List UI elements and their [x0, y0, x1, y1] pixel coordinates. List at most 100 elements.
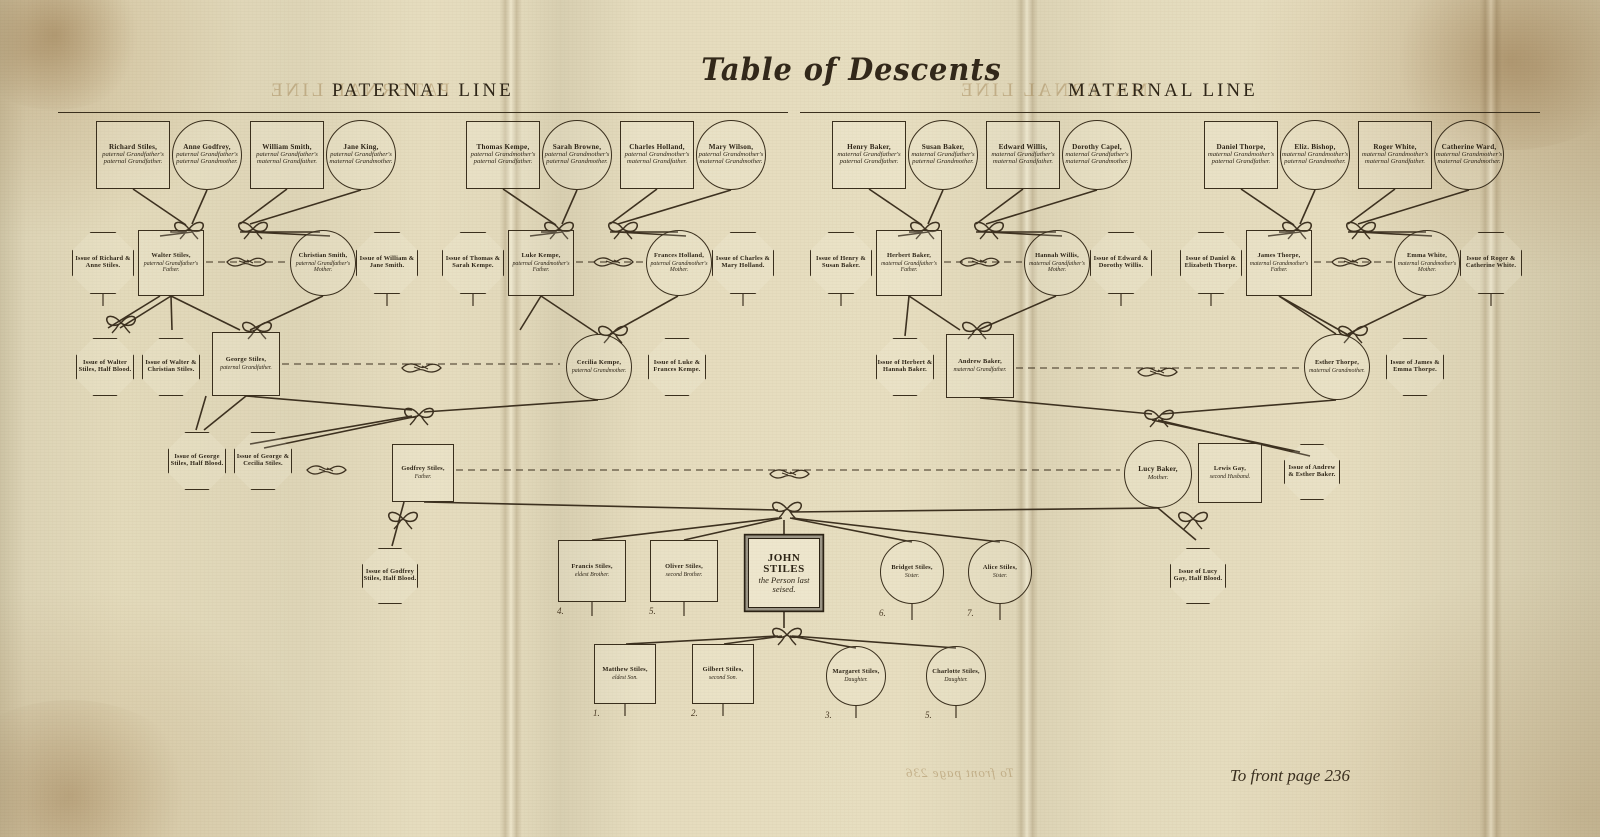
node-issue-thomas-sarah[interactable]: Issue of Thomas & Sarah Kempe.12. — [442, 232, 504, 294]
node-esther-thorpe[interactable]: Esther Thorpe,maternal Grandmother. — [1304, 334, 1370, 400]
node-issue-james-emma[interactable]: Issue of James & Emma Thorpe.16. — [1386, 338, 1444, 396]
node-name: Esther Thorpe, — [1314, 359, 1360, 367]
node-name: Issue of Godfrey Stiles, Half Blood. — [363, 568, 417, 582]
node-name: William Smith, — [262, 143, 312, 151]
node-dorothy-capel[interactable]: Dorothy Capel,maternal Grandfather's mat… — [1062, 120, 1132, 190]
node-matthew-stiles[interactable]: Matthew Stiles,eldest Son.1. — [593, 644, 656, 718]
node-lewis-gay[interactable]: Lewis Gay,second Husband. — [1198, 443, 1262, 503]
node-name: Bridget Stiles, — [891, 564, 933, 572]
node-rank-number: 2. — [691, 707, 698, 718]
node-name: Andrew Baker, — [958, 358, 1002, 366]
node-thomas-kempe[interactable]: Thomas Kempe,paternal Grandmother's pate… — [466, 121, 540, 189]
node-issue-charles-mary[interactable]: Issue of Charles & Mary Holland.13. — [712, 232, 774, 294]
bow-knot-icon — [770, 624, 804, 651]
node-issue-henry-susan[interactable]: Issue of Henry & Susan Baker.16. — [810, 232, 872, 294]
node-name: Walter Stiles, — [151, 252, 191, 260]
bleed-footer: To front page 236 — [905, 765, 1014, 780]
node-name: Gilbert Stiles, — [702, 666, 744, 674]
node-role: paternal Grandmother's Mother. — [650, 260, 708, 273]
node-name: Issue of Roger & Catherine White. — [1465, 255, 1517, 269]
node-gilbert-stiles[interactable]: Gilbert Stiles,second Son.2. — [691, 644, 754, 718]
node-luke-kempe[interactable]: Luke Kempe,paternal Grandmother's Father… — [508, 230, 574, 296]
node-rank-number: 5. — [925, 709, 932, 720]
node-name: Jane King, — [343, 143, 379, 151]
node-richard-stiles[interactable]: Richard Stiles,paternal Grandfather's pa… — [96, 121, 170, 189]
node-william-smith[interactable]: William Smith,paternal Grandfather's mat… — [250, 121, 324, 189]
node-andrew-baker[interactable]: Andrew Baker,maternal Grandfather. — [946, 334, 1014, 398]
node-christian-smith[interactable]: Christian Smith,paternal Grandfather's M… — [290, 230, 356, 296]
node-bridget-stiles[interactable]: Bridget Stiles,Sister.6. — [879, 540, 944, 618]
node-henry-baker[interactable]: Henry Baker,maternal Grandfather's pater… — [832, 121, 906, 189]
node-sarah-browne[interactable]: Sarah Browne,paternal Grandmother's pate… — [542, 120, 612, 190]
node-role: paternal Grandfather's maternal Grandmot… — [329, 151, 393, 166]
node-alice-stiles[interactable]: Alice Stiles,Sister.7. — [967, 540, 1032, 618]
node-role: second Brother. — [665, 571, 703, 578]
node-issue-lucy-half[interactable]: Issue of Lucy Gay, Half Blood.6. — [1170, 548, 1226, 604]
clasped-hands-icon — [225, 252, 267, 275]
bow-knot-icon — [1344, 218, 1378, 245]
node-susan-baker[interactable]: Susan Baker,maternal Grandfather's pater… — [908, 120, 978, 190]
node-name: Roger White, — [1373, 143, 1417, 151]
node-edward-willis[interactable]: Edward Willis,maternal Grandfather's mat… — [986, 121, 1060, 189]
node-walter-stiles[interactable]: Walter Stiles,paternal Grandfather's Fat… — [138, 230, 204, 296]
node-rank-number: 19. — [1179, 297, 1191, 308]
node-role: maternal Grandfather's Mother. — [1029, 260, 1085, 273]
clasped-hands-icon — [768, 464, 810, 487]
node-role: paternal Grandmother's maternal Grandmot… — [698, 151, 764, 166]
node-issue-george-cecilia[interactable]: Issue of George & Cecilia Stiles.7. — [234, 432, 292, 490]
node-daniel-thorpe[interactable]: Daniel Thorpe,maternal Grandmother's pat… — [1204, 121, 1278, 189]
node-name: Issue of George Stiles, Half Blood. — [170, 453, 224, 467]
node-role: paternal Grandmother. — [571, 367, 627, 374]
node-rank-number: 11. — [696, 399, 707, 410]
node-name: Issue of Walter & Christian Stiles. — [145, 359, 197, 373]
node-rank-number: 4. — [557, 605, 564, 616]
node-godfrey-stiles[interactable]: Godfrey Stiles,Father. — [392, 444, 454, 502]
node-issue-walter-christian[interactable]: Issue of Walter & Christian Stiles.8. — [142, 338, 200, 396]
node-name: Lucy Baker, — [1138, 465, 1178, 474]
node-name: Issue of Andrew & Esther Baker. — [1288, 464, 1336, 478]
node-issue-andrew-esther[interactable]: Issue of Andrew & Esther Baker.4. — [1284, 444, 1340, 500]
node-issue-herbert-hannah[interactable]: Issue of Herbert & Hannah Baker.18. — [876, 338, 934, 396]
node-oliver-stiles[interactable]: Oliver Stiles,second Brother.5. — [649, 540, 718, 616]
bow-knot-icon — [386, 508, 420, 535]
node-hannah-willis[interactable]: Hannah Willis,maternal Grandfather's Mot… — [1024, 230, 1090, 296]
node-issue-roger-catherine[interactable]: Issue of Roger & Catherine White.20. — [1460, 232, 1522, 294]
node-role: Sister. — [904, 572, 920, 579]
node-charlotte-stiles[interactable]: Charlotte Stiles,Daughter.5. — [925, 646, 986, 720]
node-margaret-stiles[interactable]: Margaret Stiles,Daughter.3. — [825, 646, 886, 720]
node-issue-luke-frances[interactable]: Issue of Luke & Frances Kempe.11. — [648, 338, 706, 396]
node-role: maternal Grandfather's maternal Grandfat… — [991, 151, 1055, 166]
node-role: eldest Brother. — [574, 571, 610, 578]
node-eliz-bishop[interactable]: Eliz. Bishop,maternal Grandmother's pate… — [1280, 120, 1350, 190]
node-lucy-baker[interactable]: Lucy Baker,Mother. — [1124, 440, 1192, 508]
node-catherine-ward[interactable]: Catherine Ward,maternal Grandmother's ma… — [1434, 120, 1504, 190]
node-emma-white[interactable]: Emma White,maternal Grandmother's Mother… — [1394, 230, 1460, 296]
node-jane-king[interactable]: Jane King,paternal Grandfather's materna… — [326, 120, 396, 190]
node-name: Issue of William & Jane Smith. — [359, 255, 415, 269]
node-anne-godfrey[interactable]: Anne Godfrey,paternal Grandfather's pate… — [172, 120, 242, 190]
node-roger-white[interactable]: Roger White,maternal Grandmother's mater… — [1358, 121, 1432, 189]
node-issue-george-half[interactable]: Issue of George Stiles, Half Blood. — [168, 432, 226, 490]
node-herbert-baker[interactable]: Herbert Baker,maternal Grandfather's Fat… — [876, 230, 942, 296]
node-role: paternal Grandfather's Mother. — [295, 260, 351, 273]
node-issue-richard-anne[interactable]: Issue of Richard & Anne Stiles.9. — [72, 232, 134, 294]
node-james-thorpe[interactable]: James Thorpe,maternal Grandmother's Fath… — [1246, 230, 1312, 296]
node-role: maternal Grandmother's maternal Grandmot… — [1435, 151, 1503, 166]
node-role: paternal Grandfather's paternal Grandmot… — [176, 151, 238, 166]
node-mary-wilson[interactable]: Mary Wilson,paternal Grandmother's mater… — [696, 120, 766, 190]
node-charles-holland[interactable]: Charles Holland,paternal Grandmother's m… — [620, 121, 694, 189]
node-name: Emma White, — [1406, 252, 1448, 260]
node-francis-stiles[interactable]: Francis Stiles,eldest Brother.4. — [557, 540, 626, 616]
node-cecilia-kempe[interactable]: Cecilia Kempe,paternal Grandmother. — [566, 334, 632, 400]
node-issue-walter-half[interactable]: Issue of Walter Stiles, Half Blood. — [76, 338, 134, 396]
node-issue-edward-dorothy[interactable]: Issue of Edward & Dorothy Willis.17. — [1090, 232, 1152, 294]
node-name: Issue of Lucy Gay, Half Blood. — [1173, 568, 1223, 582]
node-issue-godfrey-half[interactable]: Issue of Godfrey Stiles, Half Blood.6. — [362, 548, 418, 604]
node-issue-daniel-eliz[interactable]: Issue of Daniel & Elizabeth Thorpe.19. — [1180, 232, 1242, 294]
clasped-hands-icon — [958, 252, 1000, 275]
node-frances-holland[interactable]: Frances Holland,paternal Grandmother's M… — [646, 230, 712, 296]
node-george-stiles[interactable]: George Stiles,paternal Grandfather. — [212, 332, 280, 396]
node-issue-william-jane[interactable]: Issue of William & Jane Smith.10. — [356, 232, 418, 294]
node-name: Daniel Thorpe, — [1216, 143, 1266, 151]
